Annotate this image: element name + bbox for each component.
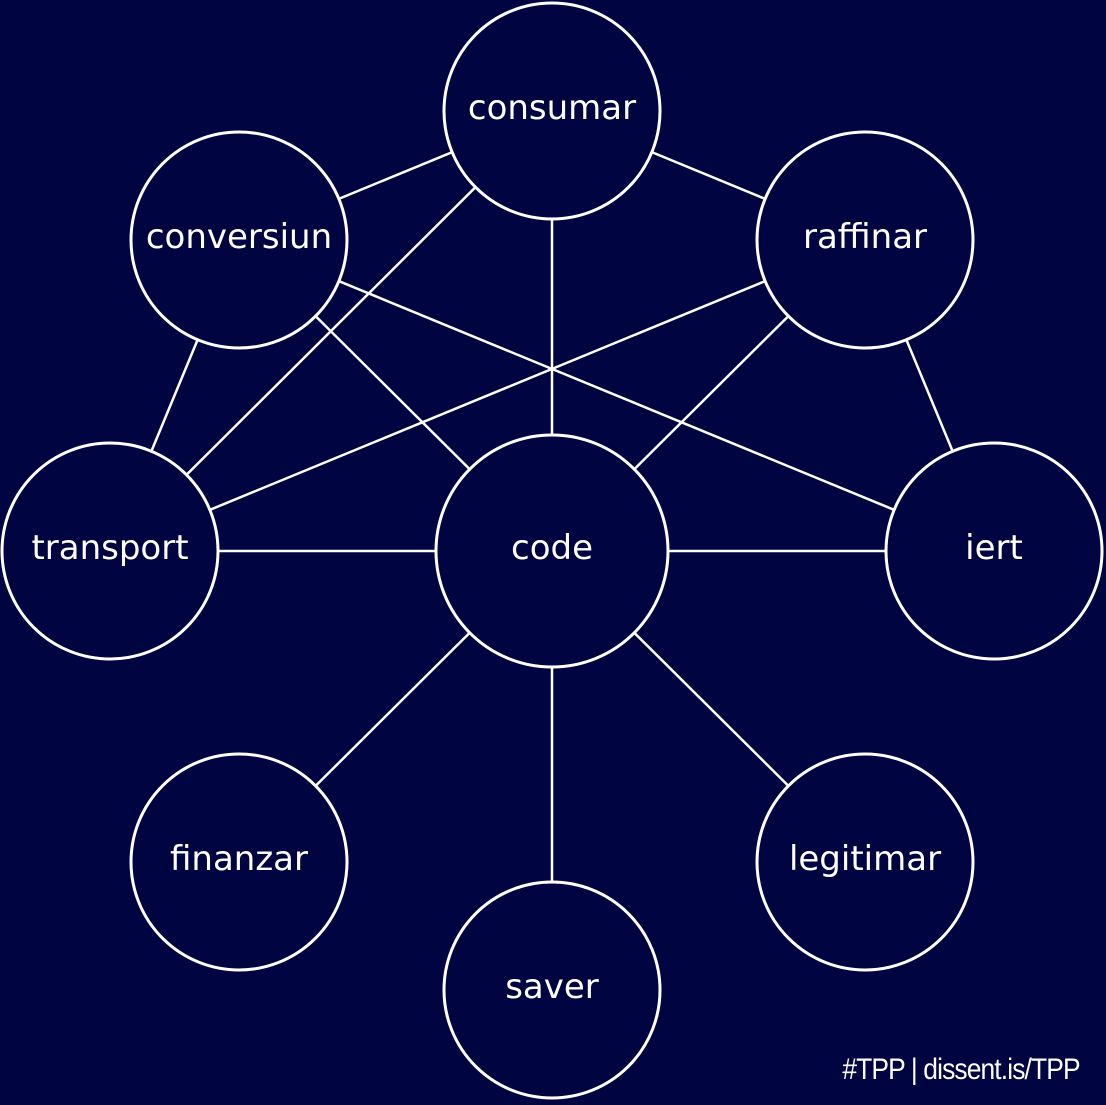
node-circle — [129, 752, 349, 972]
node-consumar: consumar — [442, 1, 662, 221]
node-label: legitimar — [789, 839, 941, 879]
edge-raffinar-transport — [109, 238, 866, 553]
edge-conversiun-iert — [238, 238, 995, 553]
node-label: consumar — [468, 88, 636, 128]
node-finanzar: finanzar — [129, 752, 349, 972]
node-transport: transport — [0, 441, 220, 661]
node-circle — [442, 880, 662, 1100]
node-label: code — [511, 528, 593, 568]
node-label: conversiun — [146, 217, 332, 257]
node-label: saver — [505, 967, 599, 1007]
node-circle — [0, 441, 220, 661]
footer-credit: #TPP | dissent.is/TPP — [842, 1053, 1081, 1086]
node-label: finanzar — [170, 839, 308, 879]
node-circle — [434, 433, 670, 669]
node-code: code — [434, 433, 670, 669]
node-conversiun: conversiun — [129, 130, 349, 350]
node-label: iert — [965, 528, 1023, 568]
node-circle — [755, 752, 975, 972]
node-label: raffinar — [803, 217, 927, 257]
node-legitimar: legitimar — [755, 752, 975, 972]
node-saver: saver — [442, 880, 662, 1100]
node-circle — [442, 1, 662, 221]
node-iert: iert — [884, 441, 1104, 661]
node-circle — [129, 130, 349, 350]
node-raffinar: raffinar — [755, 130, 975, 350]
node-label: transport — [31, 528, 188, 568]
node-circle — [884, 441, 1104, 661]
node-circle — [755, 130, 975, 350]
